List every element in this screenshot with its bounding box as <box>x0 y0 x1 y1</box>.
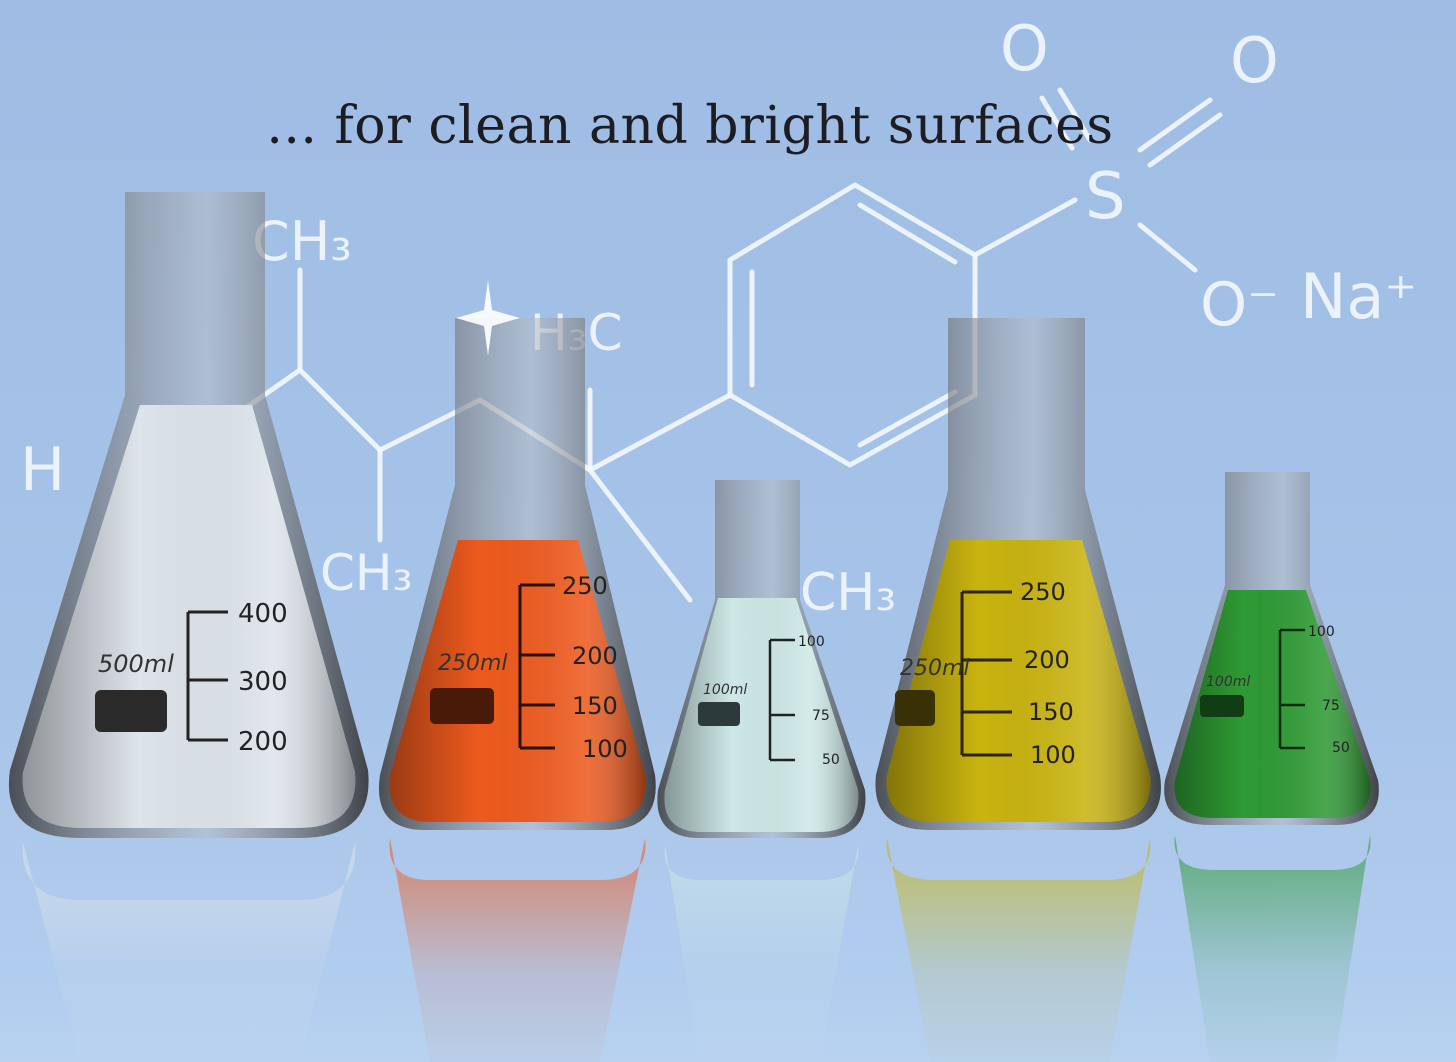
flask-volume-label: 100ml <box>703 682 747 698</box>
graduation-label: 75 <box>1322 698 1340 714</box>
graduation-marks <box>186 610 228 742</box>
graduation-label: 400 <box>238 599 288 629</box>
reflection-500ml <box>22 842 356 1062</box>
flask-100ml-green: 100ml 100 75 50 <box>1164 472 1379 825</box>
flask-volume-label: 100ml <box>1206 674 1250 690</box>
graduation-marks <box>768 638 795 762</box>
flask-volume-label: 500ml <box>98 650 174 678</box>
graduation-label: 100 <box>798 634 825 650</box>
flask-shading <box>664 598 859 832</box>
flask-500ml-clear: 500ml 400 300 200 <box>8 192 369 838</box>
ring-double-bond <box>857 202 958 265</box>
flask-shading <box>1174 590 1371 818</box>
graduation-marks <box>518 583 555 750</box>
sparkle-icon <box>456 280 520 356</box>
reflection-100ml-green <box>1174 835 1371 1062</box>
chem-label-o-minus: O⁻ <box>1200 270 1279 340</box>
chem-label-h: H <box>20 435 65 505</box>
flask-100ml-pale: 100ml 100 75 50 <box>657 480 866 838</box>
graduation-marks <box>960 590 1012 757</box>
graduation-label: 250 <box>562 572 608 600</box>
reflection-100ml-pale <box>664 845 859 1062</box>
flask-label-patch <box>698 702 740 726</box>
s-o-double-bond <box>1039 95 1075 151</box>
graduation-label: 50 <box>1332 740 1350 756</box>
flask-250ml-yellow: 250ml 250 200 150 100 <box>875 318 1161 830</box>
reflection-250ml-yellow <box>886 838 1151 1062</box>
graduation-label: 200 <box>238 727 288 757</box>
graduation-label: 100 <box>1030 741 1076 769</box>
tagline: ... for clean and bright surfaces <box>266 96 1114 156</box>
chem-label-o-right: O <box>1230 24 1279 97</box>
flask-volume-label: 250ml <box>900 656 970 681</box>
chem-label-ch3-top: CH₃ <box>252 210 352 273</box>
graduation-marks <box>1278 628 1305 750</box>
chem-label-s: S <box>1085 160 1126 234</box>
graduation-label: 200 <box>572 642 618 670</box>
reflection-250ml-orange <box>389 838 646 1062</box>
graduation-label: 75 <box>812 708 830 724</box>
graduation-label: 100 <box>1308 624 1335 640</box>
graduation-label: 100 <box>582 735 628 763</box>
alkyl-chain <box>197 367 733 473</box>
flask-label-patch <box>895 690 935 726</box>
chem-label-na-plus: Na⁺ <box>1300 260 1417 333</box>
flask-shading <box>886 540 1151 822</box>
flask-reflections <box>22 835 1371 1062</box>
sulfonate-bond <box>972 197 1078 258</box>
chem-label-o-left: O <box>1000 12 1049 85</box>
chain-branch <box>587 467 693 603</box>
graduation-label: 150 <box>1028 698 1074 726</box>
flask-label-patch <box>95 690 167 732</box>
s-o-double-bond <box>1137 97 1213 153</box>
chem-label-ch3-right: CH₃ <box>800 563 896 623</box>
graduation-label: 250 <box>1020 578 1066 606</box>
graduation-label: 300 <box>238 667 288 697</box>
flask-label-patch <box>430 688 494 724</box>
ring-double-bond <box>857 389 958 448</box>
graduation-label: 200 <box>1024 646 1070 674</box>
flask-volume-label: 250ml <box>438 651 508 676</box>
s-o-double-bond <box>1147 112 1223 168</box>
flask-shading <box>389 540 646 822</box>
flask-250ml-orange: 250ml 250 200 150 100 <box>378 280 656 830</box>
graduation-label: 50 <box>822 752 840 768</box>
s-o-double-bond <box>1057 87 1093 143</box>
graduation-label: 150 <box>572 692 618 720</box>
flask-label-patch <box>1200 695 1244 717</box>
s-o-single-bond <box>1137 222 1198 273</box>
chem-label-ch3-left: CH₃ <box>320 544 413 602</box>
